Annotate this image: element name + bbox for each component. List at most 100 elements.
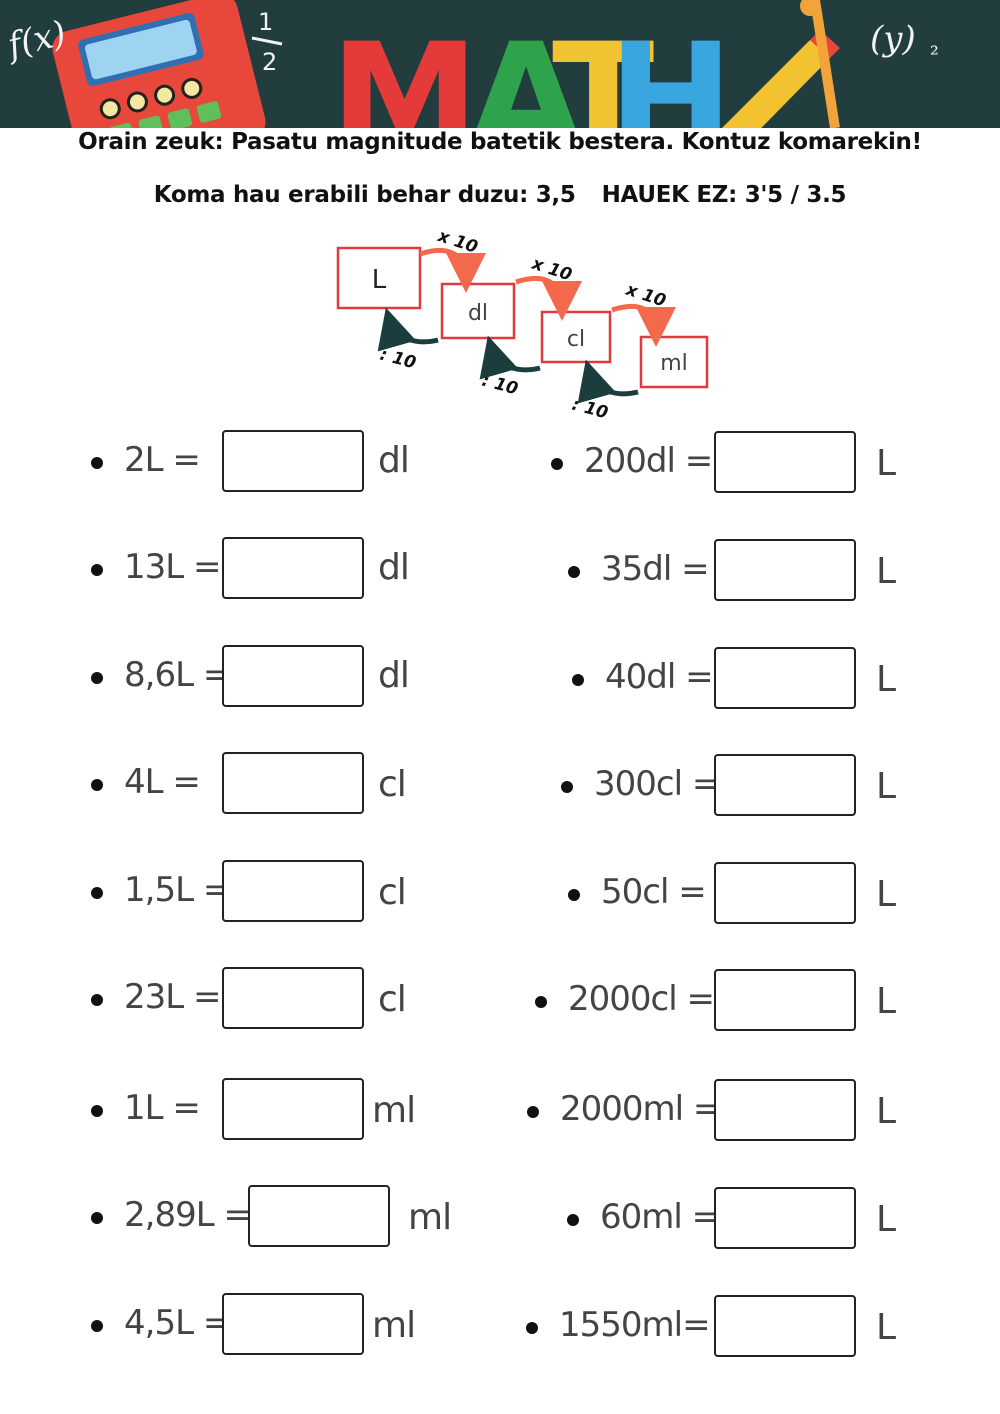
bullet — [551, 458, 563, 470]
bullet — [572, 674, 584, 686]
exercise-expression: 2L = — [124, 440, 201, 480]
math-title-letters: M A T H — [330, 12, 734, 128]
exercise-expression: 2000ml = — [560, 1089, 721, 1129]
answer-box[interactable] — [222, 860, 364, 922]
bullet — [91, 994, 103, 1006]
svg-text:2: 2 — [262, 48, 277, 76]
answer-box[interactable] — [248, 1185, 390, 1247]
target-unit: L — [876, 874, 896, 915]
squared-mark: ² — [930, 43, 939, 68]
exercise-expression: 200dl = — [584, 441, 713, 481]
bullet — [568, 566, 580, 578]
unit-box-cl: cl — [540, 310, 612, 364]
bullet — [526, 1322, 538, 1334]
target-unit: ml — [372, 1305, 416, 1346]
answer-box[interactable] — [714, 1295, 856, 1357]
bullet — [527, 1106, 539, 1118]
answer-box[interactable] — [222, 537, 364, 599]
svg-text:ml: ml — [660, 351, 688, 376]
multiply-arrow-2 — [515, 275, 582, 321]
exercise-expression: 23L = — [124, 977, 222, 1017]
divide-label-3: : 10 — [570, 395, 610, 424]
multiply-arrow-1 — [419, 247, 486, 293]
exercise-expression: 4,5L = — [124, 1303, 231, 1343]
target-unit: L — [876, 766, 896, 807]
answer-box[interactable] — [714, 1187, 856, 1249]
chalk-squared: (y) — [870, 19, 916, 59]
divide-label-2: : 10 — [480, 371, 520, 400]
exercise-expression: 13L = — [124, 547, 222, 587]
bullet — [91, 1212, 103, 1224]
answer-box[interactable] — [222, 430, 364, 492]
answer-box[interactable] — [714, 539, 856, 601]
bullet — [535, 996, 547, 1008]
target-unit: L — [876, 1307, 896, 1348]
svg-text:1: 1 — [258, 8, 273, 36]
target-unit: cl — [378, 764, 407, 805]
calculator-icon — [52, 0, 266, 128]
multiply-label-1: x 10 — [434, 226, 480, 258]
bullet — [568, 889, 580, 901]
unit-box-l: L — [336, 246, 422, 310]
answer-box[interactable] — [714, 647, 856, 709]
exercise-expression: 4L = — [124, 762, 201, 802]
target-unit: L — [876, 659, 896, 700]
answer-box[interactable] — [222, 1078, 364, 1140]
divide-arrow-1 — [377, 307, 439, 352]
target-unit: cl — [378, 872, 407, 913]
target-unit: cl — [378, 979, 407, 1020]
answer-box[interactable] — [222, 752, 364, 814]
answer-box[interactable] — [714, 754, 856, 816]
bullet — [567, 1214, 579, 1226]
bullet — [91, 1105, 103, 1117]
conversion-diagram: L dl cl ml x 10 x 10 x 10 : 10 : 10 : 10 — [336, 226, 709, 424]
target-unit: ml — [372, 1090, 416, 1131]
unit-box-ml: ml — [639, 335, 709, 389]
comma-rule: Koma hau erabili behar duzu: 3,5 — [153, 182, 576, 208]
exercise-expression: 300cl = — [594, 764, 720, 804]
exercise-expression: 1550ml= — [559, 1305, 711, 1345]
target-unit: L — [876, 1091, 896, 1132]
unit-box-dl: dl — [440, 282, 516, 340]
exercise-expression: 50cl = — [601, 872, 707, 912]
target-unit: dl — [378, 440, 410, 481]
exercise-expression: 1L = — [124, 1088, 201, 1128]
exercise-expression: 60ml = — [600, 1197, 720, 1237]
divide-label-1: : 10 — [378, 345, 418, 374]
exercise-expression: 1,5L = — [124, 870, 231, 910]
page-subtitle: Koma hau erabili behar duzu: 3,5 HAUEK EZ… — [0, 182, 1000, 208]
exercise-expression: 40dl = — [605, 657, 714, 697]
bullet — [91, 779, 103, 791]
bullet — [91, 672, 103, 684]
answer-box[interactable] — [222, 645, 364, 707]
multiply-arrow-3 — [611, 303, 676, 347]
target-unit: dl — [378, 655, 410, 696]
exercise-expression: 2,89L = — [124, 1195, 252, 1235]
target-unit: dl — [378, 547, 410, 588]
bullet — [91, 1320, 103, 1332]
answer-box[interactable] — [714, 862, 856, 924]
answer-box[interactable] — [714, 431, 856, 493]
target-unit: L — [876, 981, 896, 1022]
svg-text:cl: cl — [567, 327, 585, 352]
target-unit: L — [876, 443, 896, 484]
answer-box[interactable] — [222, 1293, 364, 1355]
bullet — [91, 887, 103, 899]
exercise-expression: 2000cl = — [568, 979, 715, 1019]
target-unit: ml — [408, 1197, 452, 1238]
divide-arrow-2 — [479, 335, 541, 380]
svg-text:M: M — [330, 12, 479, 128]
svg-text:A: A — [468, 12, 584, 128]
exercise-expression: 8,6L = — [124, 655, 231, 695]
svg-text:L: L — [372, 265, 387, 295]
target-unit: L — [876, 1199, 896, 1240]
bullet — [561, 781, 573, 793]
answer-box[interactable] — [222, 967, 364, 1029]
bullet — [91, 564, 103, 576]
answer-box[interactable] — [714, 969, 856, 1031]
wrong-formats: HAUEK EZ: 3'5 / 3.5 — [601, 182, 847, 208]
answer-box[interactable] — [714, 1079, 856, 1141]
compass-icon — [800, 0, 840, 128]
svg-text:T: T — [552, 12, 654, 128]
exercise-expression: 35dl = — [601, 549, 710, 589]
